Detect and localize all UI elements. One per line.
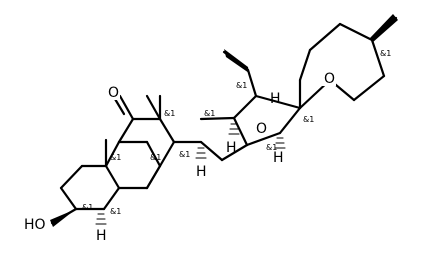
stereo-c17: &1 — [204, 109, 215, 118]
h-c14-label: H — [196, 164, 207, 180]
h-c16-hatched-label: H — [270, 91, 281, 107]
ketone-oxygen-label: O — [108, 85, 119, 101]
hydroxyl-label: HO — [24, 217, 46, 233]
stereo-c22: &1 — [303, 115, 314, 124]
stereo-bonds — [50, 14, 398, 227]
stereo-c5: &1 — [110, 207, 121, 216]
stereo-c20: &1 — [236, 81, 247, 90]
stereo-c16: &1 — [266, 143, 277, 152]
stereo-c13: &1 — [164, 109, 175, 118]
ether-oxygen-label: O — [256, 121, 267, 137]
stereo-c3: &1 — [82, 203, 93, 212]
stereo-c10: &1 — [110, 153, 121, 162]
stereo-c8: &1 — [150, 153, 161, 162]
ring-d-bonds — [172, 116, 249, 162]
ring-a-bonds — [59, 164, 121, 211]
pyran-oxygen-label: O — [324, 71, 335, 87]
ring-c-bonds — [117, 94, 176, 168]
stereo-c25: &1 — [380, 49, 391, 58]
spiro-pyran-bonds — [298, 22, 386, 110]
stereo-c14: &1 — [179, 150, 190, 159]
hydrogen-labels: H H H H H — [96, 91, 284, 244]
stereo-annotations: &1 &1 &1 &1 &1 &1 &1 &1 &1 &1 &1 — [82, 49, 391, 216]
ring-b-bonds — [104, 140, 162, 190]
ring-e-bonds — [232, 68, 302, 147]
h-c5-label: H — [96, 228, 107, 244]
h-c17-label: H — [226, 140, 237, 156]
h-c16-label: H — [273, 150, 284, 166]
heteroatom-labels: O O O HO — [24, 70, 336, 233]
substituent-bonds — [50, 16, 398, 225]
